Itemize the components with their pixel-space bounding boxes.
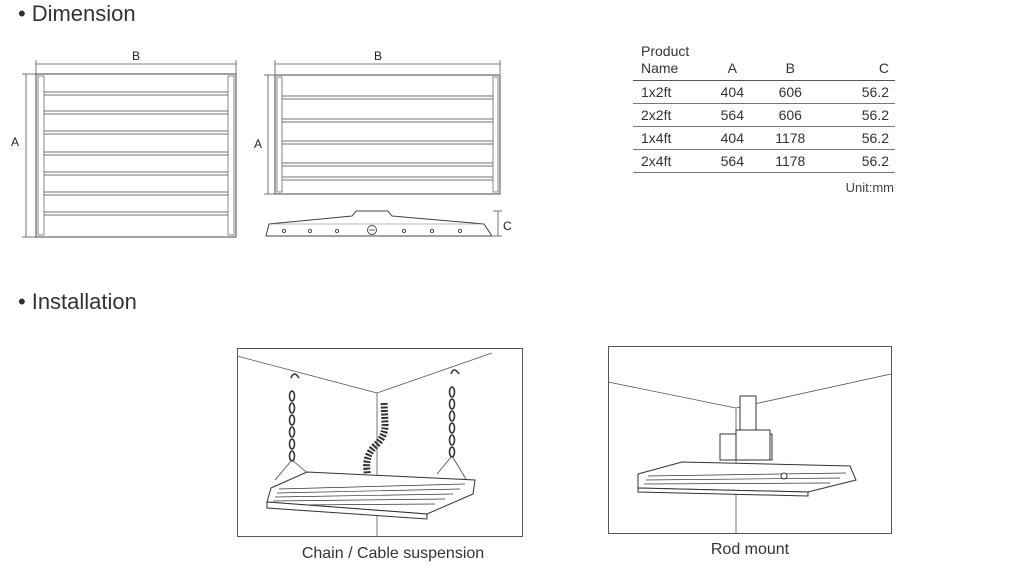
table-row: 2x4ft 564 1178 56.2 (633, 149, 895, 173)
caption-chain-suspension: Chain / Cable suspension (301, 545, 485, 562)
unit-label: Unit:mm (845, 180, 894, 195)
rod-mount-bracket (719, 395, 773, 461)
cell-c: 56.2 (822, 149, 895, 173)
spec-table: Product Name A B C 1x2ft 404 606 56.2 2x… (633, 43, 895, 173)
cell-c: 56.2 (822, 103, 895, 127)
dimension-label-a: A (11, 135, 19, 149)
dimension-label-c: C (503, 219, 512, 233)
table-header-row: Product Name A B C (633, 43, 895, 81)
installation-heading: •Installation (18, 289, 137, 315)
dimension-heading: •Dimension (18, 1, 136, 27)
dimension-label-a-2: A (254, 137, 262, 151)
heading-bullet: • (18, 1, 26, 26)
cell-name: 2x2ft (633, 103, 707, 127)
cell-a: 404 (707, 126, 758, 150)
cell-c: 56.2 (822, 126, 895, 150)
table-row: 1x2ft 404 606 56.2 (633, 80, 895, 104)
cell-c: 56.2 (822, 80, 895, 104)
cell-b: 1178 (757, 149, 823, 173)
chain-left (288, 373, 300, 462)
cell-b: 606 (757, 103, 823, 127)
cell-name: 1x2ft (633, 80, 707, 104)
installation-title: Installation (31, 289, 137, 314)
front-view-drawing-1: B A (11, 49, 237, 238)
cell-name: 1x4ft (633, 126, 707, 150)
chain-right (448, 369, 460, 458)
front-view-drawing-2: B A C (254, 49, 512, 237)
cell-name: 2x4ft (633, 149, 707, 173)
dimension-label-b: B (132, 49, 140, 63)
dimension-label-b-2: B (374, 49, 382, 63)
cell-a: 564 (707, 103, 758, 127)
cell-b: 606 (757, 80, 823, 104)
fixture-drawing (637, 461, 857, 497)
rod-mount-illustration (608, 346, 892, 534)
fixture-drawing (266, 471, 476, 520)
header-b: B (757, 43, 823, 81)
heading-bullet: • (18, 289, 26, 314)
cell-a: 564 (707, 149, 758, 173)
dimension-title: Dimension (31, 1, 136, 26)
table-row: 1x4ft 404 1178 56.2 (633, 126, 895, 150)
chain-suspension-illustration (237, 348, 523, 537)
side-profile-drawing: C (265, 210, 512, 237)
cell-a: 404 (707, 80, 758, 104)
table-row: 2x2ft 564 606 56.2 (633, 103, 895, 127)
cell-b: 1178 (757, 126, 823, 150)
header-c: C (822, 43, 895, 81)
header-product-name: Product Name (633, 43, 707, 81)
header-a: A (707, 43, 758, 81)
caption-rod-mount: Rod mount (710, 541, 790, 558)
conduit (363, 402, 389, 487)
